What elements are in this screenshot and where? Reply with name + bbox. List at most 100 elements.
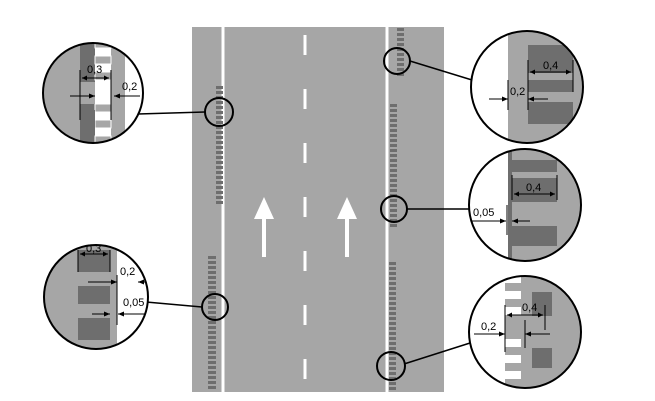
checker-tile bbox=[389, 387, 396, 390]
checker-tile bbox=[208, 281, 216, 284]
dimension-label-width: 0,4 bbox=[522, 302, 537, 314]
callout-bottom-right: 0,4 0,2 bbox=[468, 275, 582, 389]
checker-tile bbox=[208, 381, 216, 384]
checker-tile bbox=[389, 277, 396, 280]
checker-tile bbox=[390, 184, 397, 187]
road bbox=[192, 27, 444, 392]
checker-tile bbox=[389, 312, 396, 315]
arrow-up-icon bbox=[254, 197, 274, 257]
checker-tile bbox=[390, 104, 397, 107]
checker-tile bbox=[208, 266, 216, 269]
checker-tile bbox=[208, 261, 216, 264]
dimension-label-width: 0,4 bbox=[526, 182, 541, 194]
callout-mid-right: 0,4 0,05 bbox=[468, 148, 582, 262]
checker-tile bbox=[208, 311, 216, 314]
checker-tile bbox=[216, 126, 223, 129]
callout-top-right: 0,4 0,2 bbox=[470, 30, 584, 144]
checker-tile bbox=[397, 63, 404, 66]
checker-tile bbox=[390, 214, 397, 217]
checker-tile bbox=[397, 58, 404, 61]
checker-tile bbox=[389, 322, 396, 325]
checker-tile bbox=[390, 199, 397, 202]
checker-tile bbox=[389, 262, 396, 265]
checker-tile bbox=[216, 161, 223, 164]
callout-top-left: 0,3 0,2 bbox=[42, 42, 144, 144]
checker-tile bbox=[216, 146, 223, 149]
checker-tile bbox=[390, 114, 397, 117]
checker-tile bbox=[390, 204, 397, 207]
checker-tile bbox=[389, 372, 396, 375]
dimension-label-gap: 0,2 bbox=[122, 81, 137, 93]
checker-tile bbox=[208, 386, 216, 389]
dimension-label-width: 0,4 bbox=[543, 60, 558, 72]
checker-tile bbox=[390, 139, 397, 142]
checker-tile bbox=[216, 91, 223, 94]
checker-tile bbox=[208, 351, 216, 354]
checker-tile bbox=[208, 256, 216, 259]
road-surface bbox=[192, 27, 444, 392]
checker-tile bbox=[208, 296, 216, 299]
checker-tile bbox=[389, 292, 396, 295]
checker-tile bbox=[389, 332, 396, 335]
checker-tile bbox=[208, 371, 216, 374]
checker-tile bbox=[216, 176, 223, 179]
checker-tile bbox=[390, 134, 397, 137]
checker-tile bbox=[216, 201, 223, 204]
checker-tile bbox=[389, 352, 396, 355]
checker-tile bbox=[397, 48, 404, 51]
arrow-up-icon bbox=[337, 197, 357, 257]
checker-tile bbox=[390, 179, 397, 182]
checker-tile bbox=[208, 331, 216, 334]
checker-tile bbox=[216, 141, 223, 144]
callout-bottom-left: 0,3 0,2 0,05 bbox=[43, 243, 149, 350]
checker-tile bbox=[397, 68, 404, 71]
checker-tile bbox=[216, 171, 223, 174]
checker-tile bbox=[389, 302, 396, 305]
checker-tile bbox=[208, 326, 216, 329]
checker-tile bbox=[216, 186, 223, 189]
dimension-label-gap: 0,2 bbox=[510, 86, 525, 98]
checker-tile bbox=[208, 286, 216, 289]
checker-tile bbox=[389, 342, 396, 345]
checker-tile bbox=[390, 159, 397, 162]
checker-tile bbox=[390, 109, 397, 112]
checker-tile bbox=[390, 224, 397, 227]
dimension-label-line: 0,05 bbox=[123, 297, 144, 309]
checker-tile bbox=[208, 271, 216, 274]
checker-tile bbox=[208, 376, 216, 379]
checker-tile bbox=[390, 149, 397, 152]
right-checker-strip-lower bbox=[389, 262, 396, 390]
checker-tile bbox=[216, 181, 223, 184]
checker-tile bbox=[208, 316, 216, 319]
checker-tile bbox=[208, 291, 216, 294]
checker-tile bbox=[216, 151, 223, 154]
checker-tile bbox=[216, 116, 223, 119]
checker-tile bbox=[389, 317, 396, 320]
checker-tile bbox=[389, 297, 396, 300]
checker-tile bbox=[397, 38, 404, 41]
checker-tile bbox=[397, 43, 404, 46]
checker-tile bbox=[208, 366, 216, 369]
checker-tile bbox=[389, 267, 396, 270]
checker-tile bbox=[389, 377, 396, 380]
checker-tile bbox=[216, 166, 223, 169]
marker-circle-bottom-right bbox=[376, 351, 406, 381]
checker-tile bbox=[390, 169, 397, 172]
checker-tile bbox=[389, 282, 396, 285]
checker-tile bbox=[397, 33, 404, 36]
checker-tile bbox=[208, 361, 216, 364]
left-checker-strip-lower bbox=[208, 256, 216, 389]
checker-tile bbox=[390, 144, 397, 147]
checker-tile bbox=[216, 196, 223, 199]
checker-tile bbox=[390, 189, 397, 192]
checker-tile bbox=[216, 86, 223, 89]
checker-tile bbox=[208, 356, 216, 359]
checker-tile bbox=[208, 336, 216, 339]
checker-tile bbox=[397, 28, 404, 31]
dimension-label-gap: 0,2 bbox=[120, 266, 135, 278]
checker-tile bbox=[208, 341, 216, 344]
checker-tile bbox=[389, 347, 396, 350]
checker-tile bbox=[216, 106, 223, 109]
dimension-label-width: 0,3 bbox=[87, 64, 102, 76]
